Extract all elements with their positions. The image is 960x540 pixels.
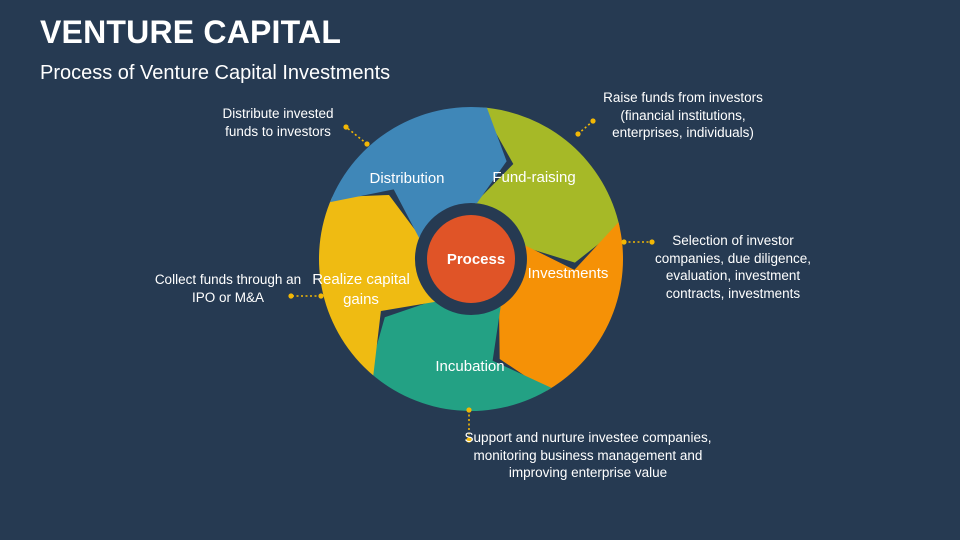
connector-dot-investments [649,239,655,245]
connector-dot-investments [621,239,627,245]
connector-dot-realize-capital-gains [288,293,294,299]
connector-fund-raising [577,120,594,135]
segment-realize-capital-gains [318,195,435,376]
segment-label-investments: Investments [528,265,609,282]
step-desc-incubation: Support and nurture investee companies, … [464,430,712,480]
center-process-label: Process [447,251,505,268]
center-process-circle [427,215,515,303]
page-subtitle: Process of Venture Capital Investments [40,62,391,84]
connector-distribution [345,126,368,145]
segment-distribution [330,106,507,239]
step-desc-realize-capital-gains: Collect funds through an IPO or M&A [154,272,302,305]
segment-label-distribution: Distribution [369,170,444,187]
connector-dot-incubation [466,407,472,413]
step-desc-fund-raising: Raise funds from investors (financial in… [603,90,763,140]
connector-dot-fund-raising [590,118,596,124]
page-title: VENTURE CAPITAL [40,14,342,50]
segment-label-fund-raising: Fund-raising [492,169,575,186]
step-desc-investments: Selection of investor companies, due dil… [654,233,812,301]
connector-dot-distribution [364,141,370,147]
step-desc-distribution: Distribute invested funds to investors [222,106,334,139]
segment-label-incubation: Incubation [435,358,504,375]
segment-fund-raising [474,107,620,263]
segment-investments [499,222,624,391]
connector-dot-distribution [343,124,349,130]
connector-dot-fund-raising [575,131,581,137]
segment-incubation [369,300,552,411]
connector-dot-realize-capital-gains [318,293,324,299]
connector-dot-incubation [466,437,472,443]
